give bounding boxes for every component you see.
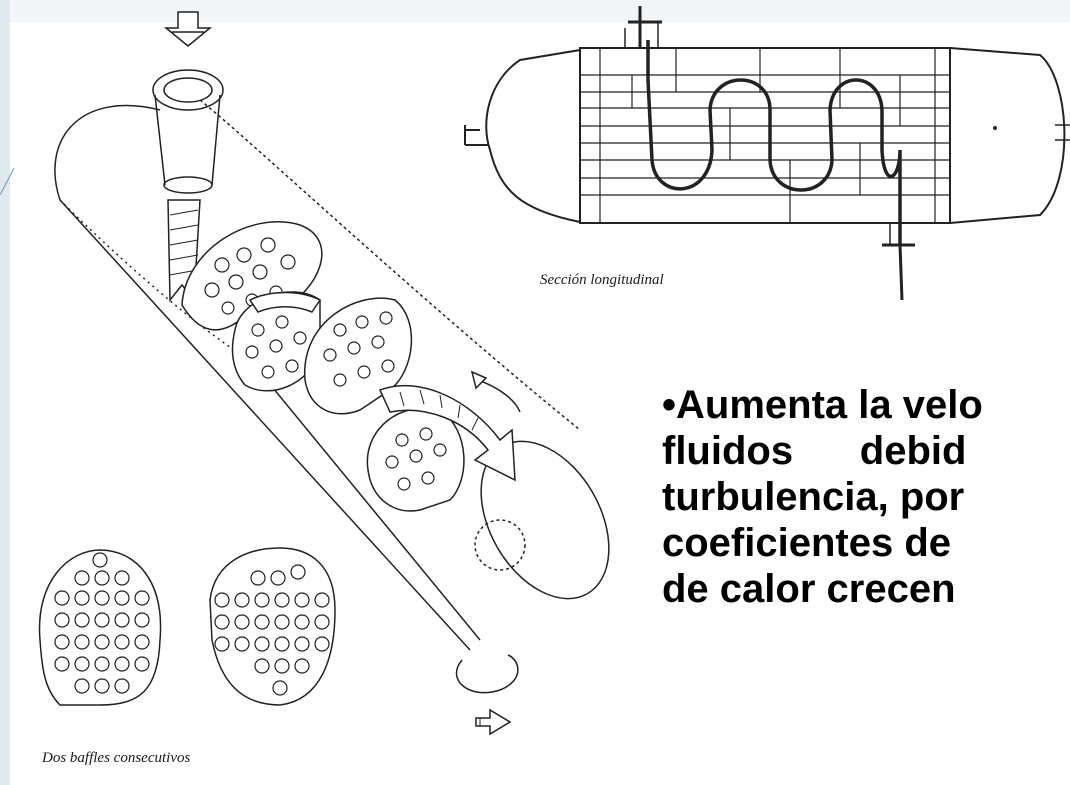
left-accent-bar	[0, 0, 10, 785]
right-head	[949, 47, 1066, 224]
baffle-4	[366, 407, 465, 512]
inlet-pipe-left	[154, 94, 166, 186]
baffle-2-holes	[245, 315, 307, 379]
bullet-line-1: •Aumenta la velo	[662, 383, 983, 427]
top-tint	[0, 0, 1070, 22]
bullet-line-2: fluidos debid	[662, 429, 967, 473]
inlet-nozzle-top	[152, 69, 224, 111]
side-flow-arrow-icon	[470, 370, 488, 390]
exchanger-isometric	[54, 11, 610, 736]
baffle-left	[38, 549, 162, 706]
baffle-4-holes	[385, 427, 447, 491]
inlet-nozzle-rim	[163, 77, 213, 103]
baffle-right-holes	[214, 564, 330, 696]
inlet-arrow-icon	[163, 11, 213, 47]
baffle-3-holes	[323, 311, 395, 387]
baffle-right	[209, 547, 336, 706]
bullet-line-4: coeficientes de	[662, 521, 952, 565]
flow-arrow-2-icon	[378, 384, 516, 482]
cylinder-top-edge	[199, 99, 581, 431]
longitudinal-section	[464, 6, 1070, 301]
flow-path	[646, 40, 902, 245]
flow-arrow-1-icon	[248, 291, 322, 313]
outlet-nozzle	[474, 519, 526, 571]
inlet-pipe-right	[211, 94, 221, 186]
bullet-line-3: turbulencia, por	[662, 475, 965, 519]
bullet-text: •Aumenta la velo fluidos debid turbulenc…	[662, 382, 1070, 612]
cylinder-end-cap	[480, 440, 610, 600]
left-head	[485, 49, 581, 223]
cylinder-bottom-edge	[249, 359, 481, 641]
side-flow-curve	[477, 379, 521, 413]
consecutive-baffles	[38, 547, 336, 706]
baffle-left-holes	[54, 552, 150, 694]
baffle-verticals	[599, 48, 936, 223]
longitudinal-section-caption: Sección longitudinal	[540, 272, 664, 288]
bullet-line-5: de calor crecen	[662, 567, 956, 611]
baffle-3	[304, 297, 413, 415]
consecutive-baffles-caption: Dos baffles consecutivos	[42, 750, 191, 766]
decorative-line	[0, 167, 15, 196]
inlet-pipe-bottom	[163, 176, 213, 194]
cylinder-upper-edge	[54, 104, 471, 651]
shell	[579, 47, 951, 224]
tube-lines	[580, 74, 950, 196]
outlet-ring	[455, 654, 519, 694]
outlet-arrow-icon	[475, 708, 512, 736]
